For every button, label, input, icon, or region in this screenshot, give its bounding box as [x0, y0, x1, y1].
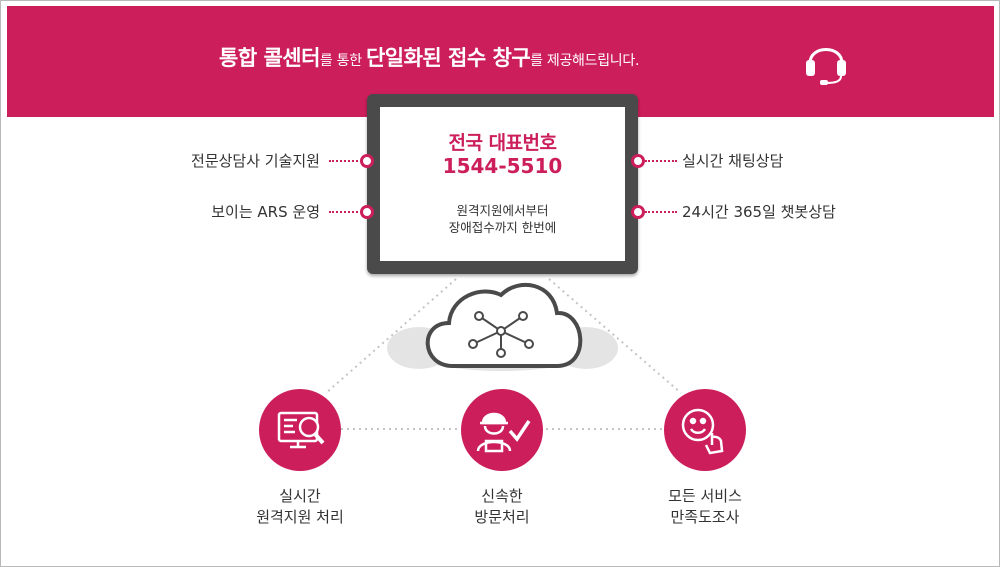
headset-icon [806, 48, 846, 85]
service-survey-icon-circle [664, 389, 746, 471]
service-remote: 실시간 원격지원 처리 [220, 486, 380, 528]
feature-connector [329, 211, 362, 213]
monitor-display: 전국 대표번호 1544-5510 원격지원에서부터 장애접수까지 한번에 [367, 94, 638, 274]
monitor-screen: 전국 대표번호 1544-5510 원격지원에서부터 장애접수까지 한번에 [380, 107, 625, 261]
connector-dot [631, 154, 645, 168]
service-survey-line2: 만족도조사 [670, 508, 740, 526]
smiley-pointer-icon [681, 408, 724, 455]
service-remote-line2: 원격지원 처리 [256, 508, 344, 526]
feature-visual-ars: 보이는 ARS 운영 [211, 203, 320, 221]
connector-dot [360, 154, 374, 168]
cloud-icon [387, 282, 618, 371]
rep-desc-line1: 원격지원에서부터 [456, 203, 549, 218]
feature-chatbot: 24시간 365일 챗봇상담 [682, 203, 836, 221]
service-remote-line1: 실시간 [279, 487, 321, 505]
service-visit-icon-circle [461, 389, 543, 471]
banner-text-part2: 를 통한 [319, 53, 366, 69]
rep-phone-number[interactable]: 1544-5510 [442, 154, 563, 178]
service-survey-line1: 모든 서비스 [668, 487, 742, 505]
service-visit: 신속한 방문처리 [422, 486, 582, 528]
service-visit-line2: 방문처리 [474, 508, 530, 526]
rep-description: 원격지원에서부터 장애접수까지 한번에 [380, 202, 625, 236]
feature-connector [329, 160, 362, 162]
feature-connector [645, 160, 677, 162]
banner-text-part3: 단일화된 접수 창구 [365, 46, 531, 70]
service-remote-icon-circle [259, 389, 341, 471]
feature-realtime-chat: 실시간 채팅상담 [682, 152, 784, 170]
connector-dot [631, 205, 645, 219]
magnifier-monitor-icon [277, 411, 325, 449]
banner-text-part4: 를 제공해드립니다. [530, 53, 640, 69]
connector-dot [360, 205, 374, 219]
engineer-check-icon [476, 412, 531, 453]
banner-text-part1: 통합 콜센터 [219, 46, 320, 70]
service-survey: 모든 서비스 만족도조사 [625, 486, 785, 528]
banner-headline: 통합 콜센터를 통한 단일화된 접수 창구를 제공해드립니다. [219, 42, 639, 72]
rep-number-title: 전국 대표번호 [448, 132, 558, 154]
service-visit-line1: 신속한 [481, 487, 523, 505]
feature-expert-support: 전문상담사 기술지원 [191, 152, 320, 170]
rep-desc-line2: 장애접수까지 한번에 [448, 220, 557, 235]
feature-connector [645, 211, 677, 213]
